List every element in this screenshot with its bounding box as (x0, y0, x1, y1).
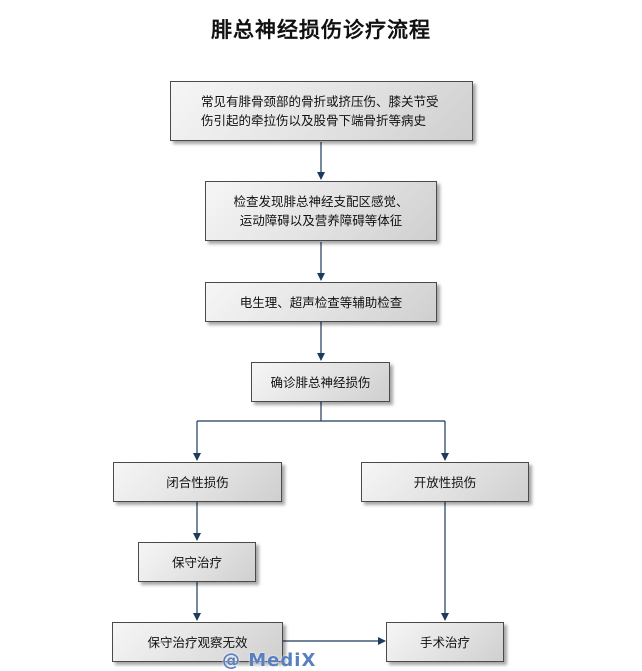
step-aux-label: 电生理、超声检查等辅助检查 (239, 294, 403, 310)
step-exam-box: 检查发现腓总神经支配区感觉、 运动障碍以及营养障碍等体征 (205, 181, 437, 241)
step-history-line-1: 常见有腓骨颈部的骨折或挤压伤、膝关节受 (201, 94, 439, 109)
step-observe-box: 保守治疗观察无效 (112, 622, 283, 662)
step-closed-injury-box: 闭合性损伤 (113, 462, 282, 502)
step-diagnose-label: 确诊腓总神经损伤 (270, 374, 371, 390)
step-conservative-box: 保守治疗 (138, 542, 256, 582)
step-surgery-box: 手术治疗 (386, 622, 504, 662)
step-open-injury-box: 开放性损伤 (361, 462, 529, 502)
step-history-box: 常见有腓骨颈部的骨折或挤压伤、膝关节受 伤引起的牵拉伤以及股骨下端骨折等病史 (170, 81, 473, 141)
page-title: 腓总神经损伤诊疗流程 (211, 18, 431, 42)
step-open-injury-label: 开放性损伤 (413, 474, 477, 490)
step-diagnose-box: 确诊腓总神经损伤 (251, 362, 390, 402)
step-exam-line-2: 运动障碍以及营养障碍等体征 (239, 213, 403, 228)
step-observe-label: 保守治疗观察无效 (147, 634, 248, 650)
step-history-line-2: 伤引起的牵拉伤以及股骨下端骨折等病史 (201, 113, 427, 128)
step-surgery-label: 手术治疗 (419, 634, 470, 650)
step-aux-box: 电生理、超声检查等辅助检查 (205, 282, 437, 322)
step-conservative-label: 保守治疗 (171, 554, 222, 570)
watermark: @ MediX (222, 650, 317, 671)
step-exam-line-1: 检查发现腓总神经支配区感觉、 (233, 194, 409, 209)
step-closed-injury-label: 闭合性损伤 (166, 474, 229, 490)
